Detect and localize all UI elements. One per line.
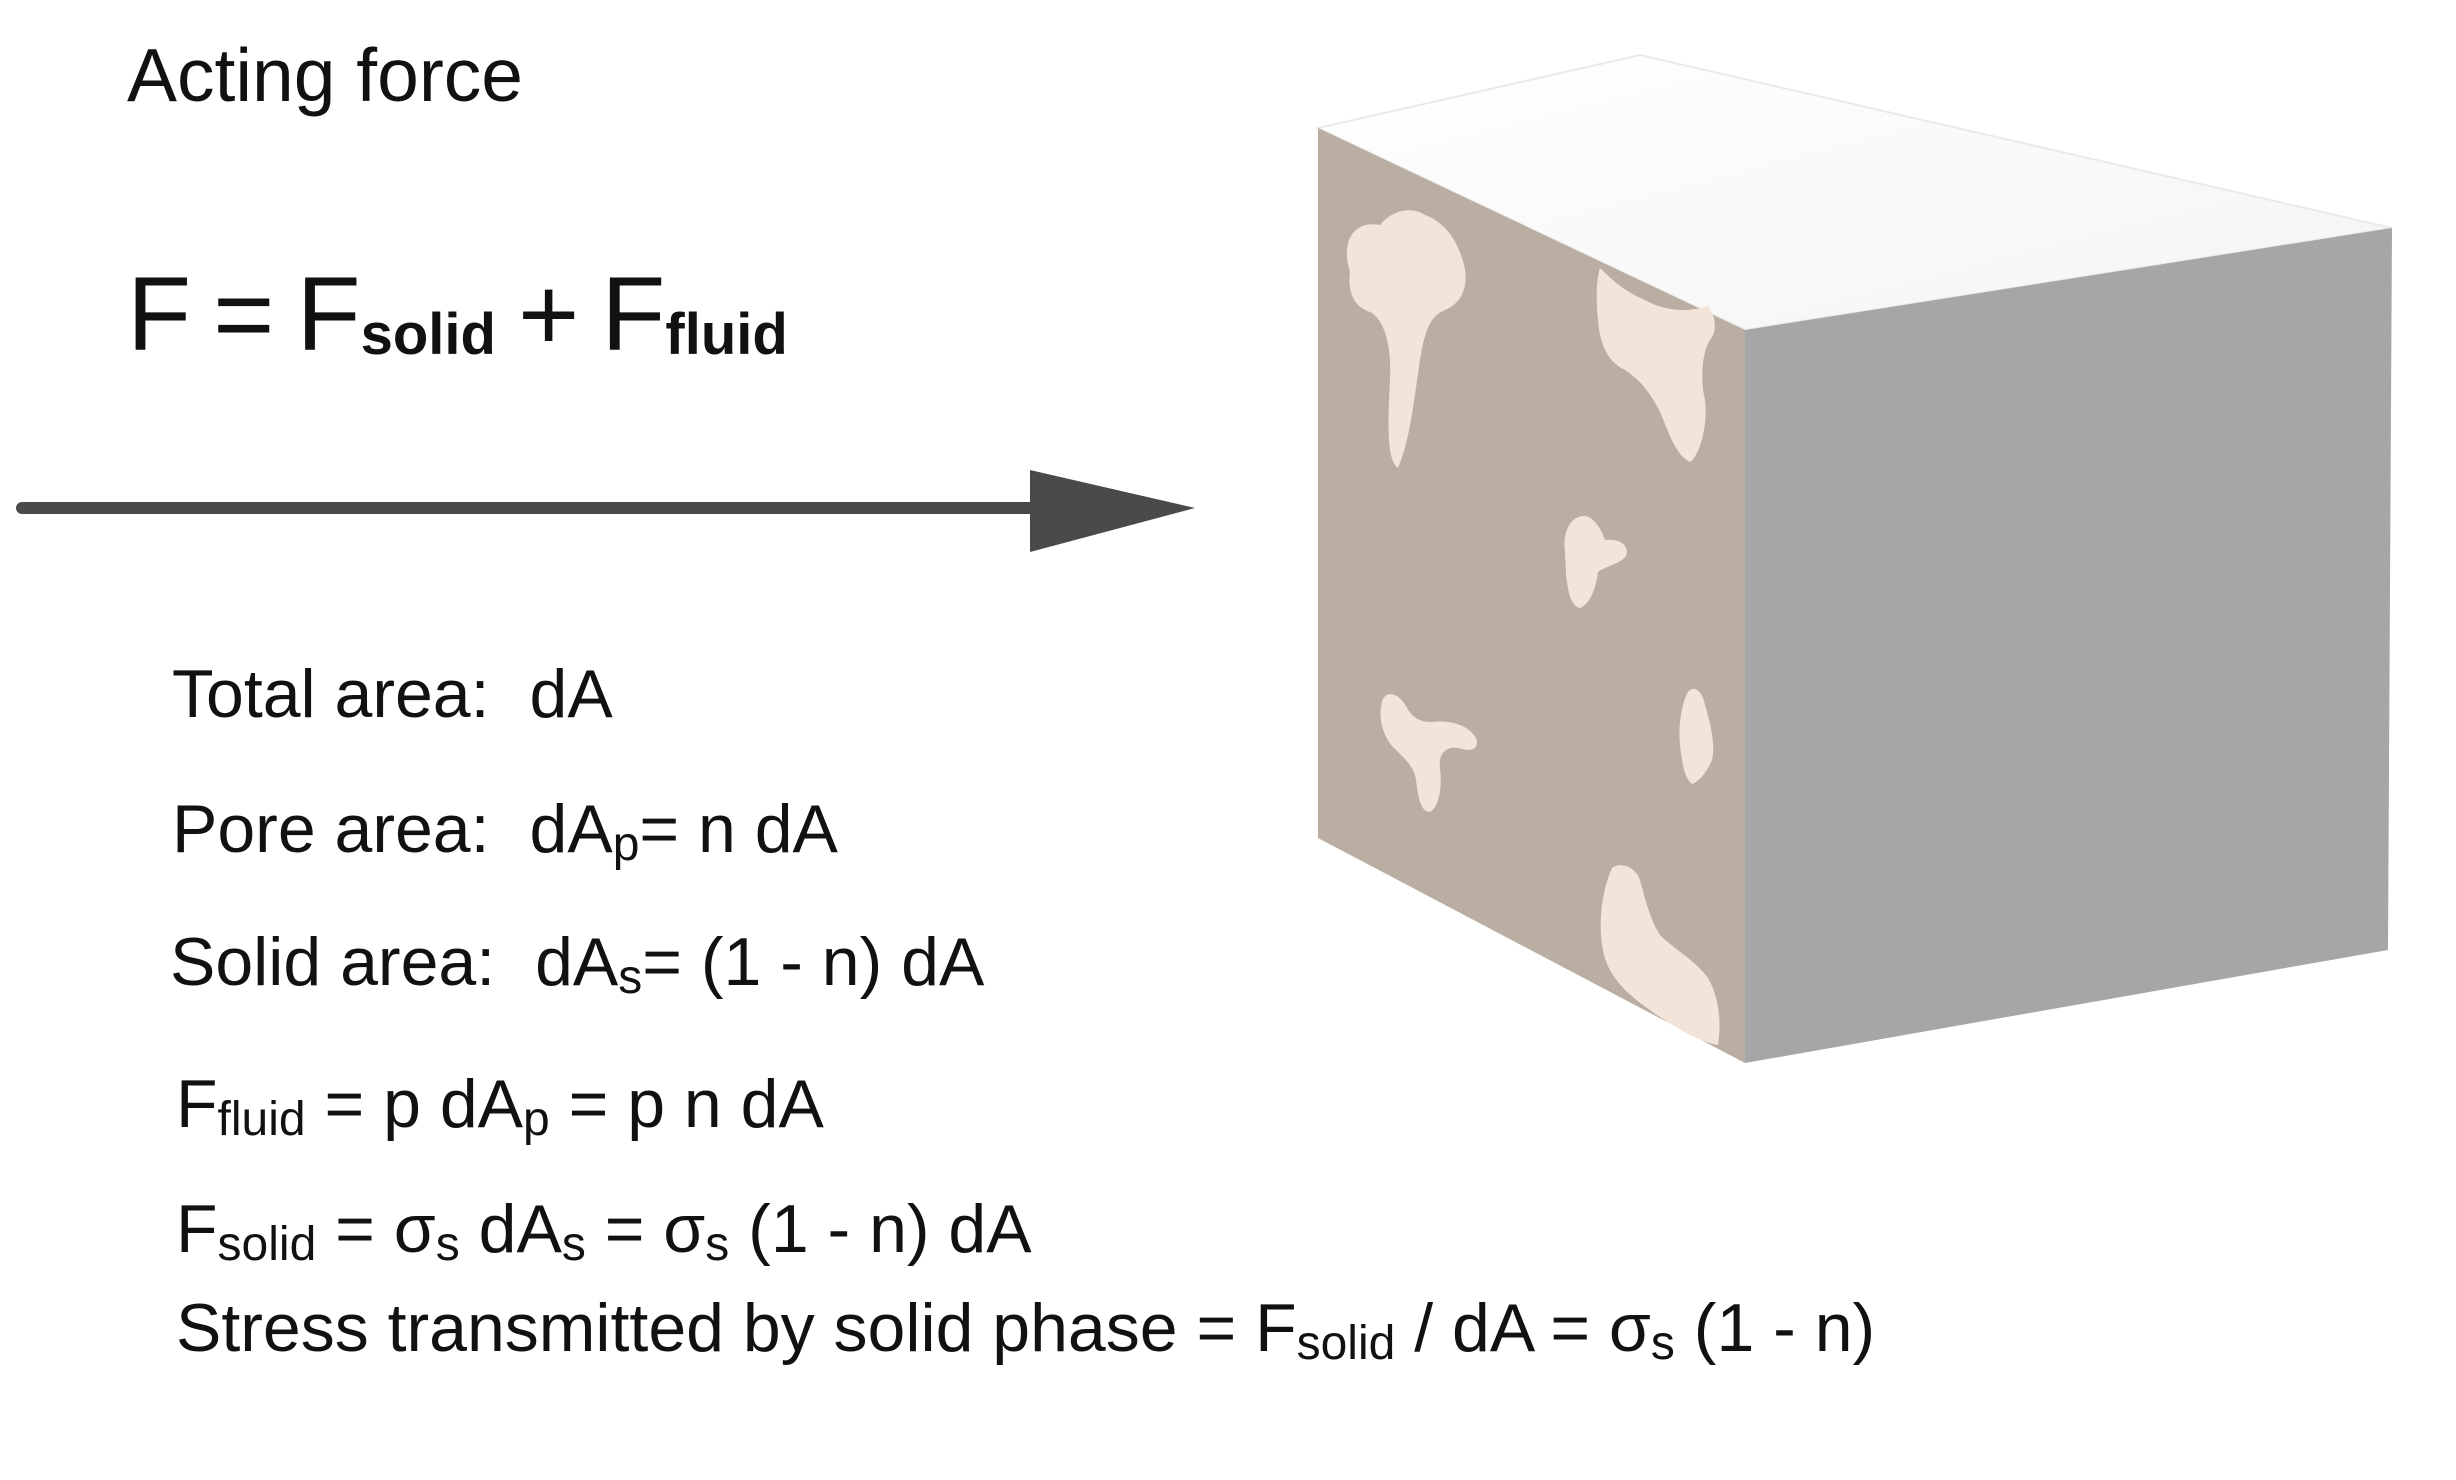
eq-term1-sub: solid <box>360 302 496 367</box>
pore-blob <box>1596 268 1715 462</box>
diagram-title: Acting force <box>127 33 524 117</box>
force-equation: F=Fsolid+Ffluid <box>127 262 788 367</box>
total-area-expr: dA <box>529 656 613 732</box>
stress-end: (1 - n) <box>1674 1290 1876 1366</box>
pore-area-rhs: = n dA <box>639 791 838 867</box>
arrow-head <box>1030 470 1195 552</box>
f-solid-mid3-sub: s <box>705 1218 730 1271</box>
f-fluid-mid: = p dA <box>305 1066 524 1142</box>
stress-sub: solid <box>1296 1317 1396 1370</box>
f-fluid-end: = p n dA <box>549 1066 824 1142</box>
solid-area-line: Solid area:dAs= (1 - n) dA <box>170 928 984 1002</box>
pore-blob <box>1679 688 1714 784</box>
acting-force-arrow <box>16 470 1195 552</box>
solid-area-label: Solid area: <box>170 924 496 1000</box>
f-solid-mid2: dA <box>459 1191 562 1267</box>
eq-plus: + <box>517 256 580 373</box>
cube-side-face <box>1745 228 2392 1063</box>
f-solid-line: Fsolid = σs dAs = σs (1 - n) dA <box>176 1195 1032 1269</box>
pore-area-lhs: dA <box>529 791 613 867</box>
pore-area-label: Pore area: <box>172 791 490 867</box>
stress-mid-sub: s <box>1650 1317 1675 1370</box>
eq-term1: F <box>296 256 361 373</box>
f-solid-mid2-sub: s <box>561 1218 586 1271</box>
pore-area-lhs-sub: p <box>612 818 640 871</box>
eq-term2-sub: fluid <box>665 302 788 367</box>
f-solid-mid: = σ <box>316 1191 436 1267</box>
stress-mid: / dA = σ <box>1395 1290 1651 1366</box>
pore-blob <box>1600 865 1720 1045</box>
f-fluid-f: F <box>176 1066 218 1142</box>
pore-blob <box>1564 515 1627 608</box>
pore-blob <box>1346 210 1466 469</box>
eq-equals: = <box>213 256 275 373</box>
f-fluid-line: Ffluid = p dAp = p n dA <box>176 1070 824 1144</box>
f-solid-f-sub: solid <box>217 1218 317 1271</box>
f-solid-f: F <box>176 1191 218 1267</box>
f-solid-end: (1 - n) dA <box>729 1191 1032 1267</box>
f-fluid-f-sub: fluid <box>217 1093 306 1146</box>
solid-area-rhs: = (1 - n) dA <box>642 924 985 1000</box>
f-solid-mid-sub: s <box>435 1218 460 1271</box>
pore-area-line: Pore area:dAp= n dA <box>172 795 838 869</box>
f-fluid-mid-sub: p <box>523 1093 550 1146</box>
total-area-line: Total area:dA <box>172 660 613 728</box>
porous-soil-cube <box>1314 53 2393 1063</box>
eq-term2: F <box>601 256 666 373</box>
pore-blob <box>1380 694 1477 812</box>
solid-area-lhs-sub: s <box>618 951 643 1004</box>
stress-text: Stress transmitted by solid phase = F <box>176 1290 1297 1366</box>
solid-area-lhs: dA <box>535 924 619 1000</box>
f-solid-mid3: = σ <box>585 1191 706 1267</box>
stress-line: Stress transmitted by solid phase = Fsol… <box>176 1294 1875 1368</box>
total-area-label: Total area: <box>172 656 490 732</box>
eq-lhs: F <box>127 256 192 373</box>
